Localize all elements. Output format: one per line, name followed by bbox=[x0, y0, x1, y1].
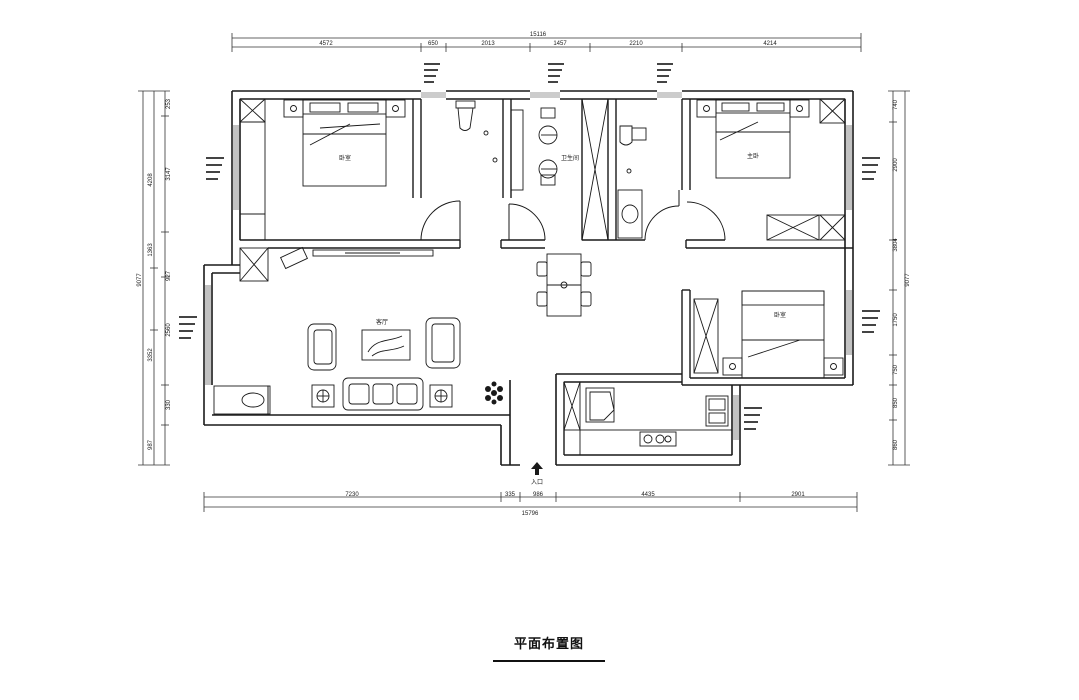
right-dim-3: 3804 bbox=[893, 238, 899, 252]
right-dim-6: 850 bbox=[893, 397, 899, 408]
left-dim-a4: 987 bbox=[148, 439, 154, 450]
left-dim-a1: 4208 bbox=[148, 173, 154, 187]
side-window-notes bbox=[179, 157, 880, 430]
top-dimension-lines bbox=[231, 33, 862, 52]
bottom-dimension-2: 335 bbox=[505, 492, 516, 498]
top-dimension-5: 2210 bbox=[629, 41, 643, 47]
left-dim-b2: 3147 bbox=[166, 167, 172, 181]
bedroom-2 bbox=[693, 290, 844, 379]
entrance-label: 入口 bbox=[531, 479, 543, 486]
right-dim-5: 750 bbox=[893, 364, 899, 375]
right-dim-2: 2900 bbox=[893, 158, 899, 172]
master-bedroom bbox=[696, 98, 846, 241]
title-underline bbox=[493, 660, 605, 662]
top-dimension-4: 1457 bbox=[553, 41, 567, 47]
bedroom-2-label: 卧室 bbox=[774, 311, 786, 319]
right-dimension-lines bbox=[888, 90, 910, 466]
plant-icon bbox=[485, 381, 503, 405]
bottom-dimension-5: 2901 bbox=[791, 492, 805, 498]
top-total-dimension: 15116 bbox=[530, 32, 547, 38]
dining-table bbox=[536, 253, 592, 317]
bedroom-1-label: 卧室 bbox=[339, 154, 351, 162]
top-dimension-3: 2013 bbox=[481, 41, 495, 47]
bedroom-1 bbox=[239, 98, 406, 241]
right-dim-4: 1750 bbox=[893, 313, 899, 327]
right-dim-1: 740 bbox=[893, 99, 899, 110]
bottom-dimension-3: 986 bbox=[533, 492, 544, 498]
master-bedroom-label: 主卧 bbox=[747, 152, 759, 160]
left-dim-a2: 1363 bbox=[148, 243, 154, 257]
living-room-label: 客厅 bbox=[376, 318, 388, 326]
ensuite-fixtures bbox=[617, 125, 647, 239]
left-total-dimension: 9077 bbox=[137, 273, 143, 287]
left-dim-b1: 253 bbox=[166, 98, 172, 109]
left-dim-b5: 330 bbox=[166, 399, 172, 410]
window-notes-top bbox=[424, 63, 673, 83]
left-dim-a3: 3352 bbox=[148, 348, 154, 362]
entrance-arrow-icon bbox=[531, 462, 543, 475]
left-dim-b4: 2560 bbox=[166, 323, 172, 337]
bathroom-fixtures bbox=[455, 98, 609, 241]
bottom-dimension-lines bbox=[203, 492, 858, 512]
door-swings bbox=[420, 190, 726, 330]
top-dimension-6: 4214 bbox=[763, 41, 777, 47]
drawing-title: 平面布置图 bbox=[513, 637, 584, 652]
left-dimension-lines bbox=[138, 90, 170, 466]
interior-walls bbox=[240, 99, 853, 455]
kitchen bbox=[563, 381, 733, 456]
bottom-dimension-1: 7230 bbox=[345, 492, 359, 498]
top-dimension-1: 4572 bbox=[319, 41, 333, 47]
right-dim-7: 860 bbox=[893, 439, 899, 450]
top-dimension-2: 650 bbox=[428, 41, 439, 47]
living-room bbox=[213, 246, 461, 415]
right-total-dimension: 9077 bbox=[905, 273, 911, 287]
bottom-dimension-4: 4435 bbox=[641, 492, 655, 498]
windows bbox=[205, 92, 852, 440]
left-dim-b3: 927 bbox=[166, 270, 172, 281]
bottom-total-dimension: 15796 bbox=[522, 511, 539, 517]
bathroom-label: 卫生间 bbox=[561, 154, 579, 162]
